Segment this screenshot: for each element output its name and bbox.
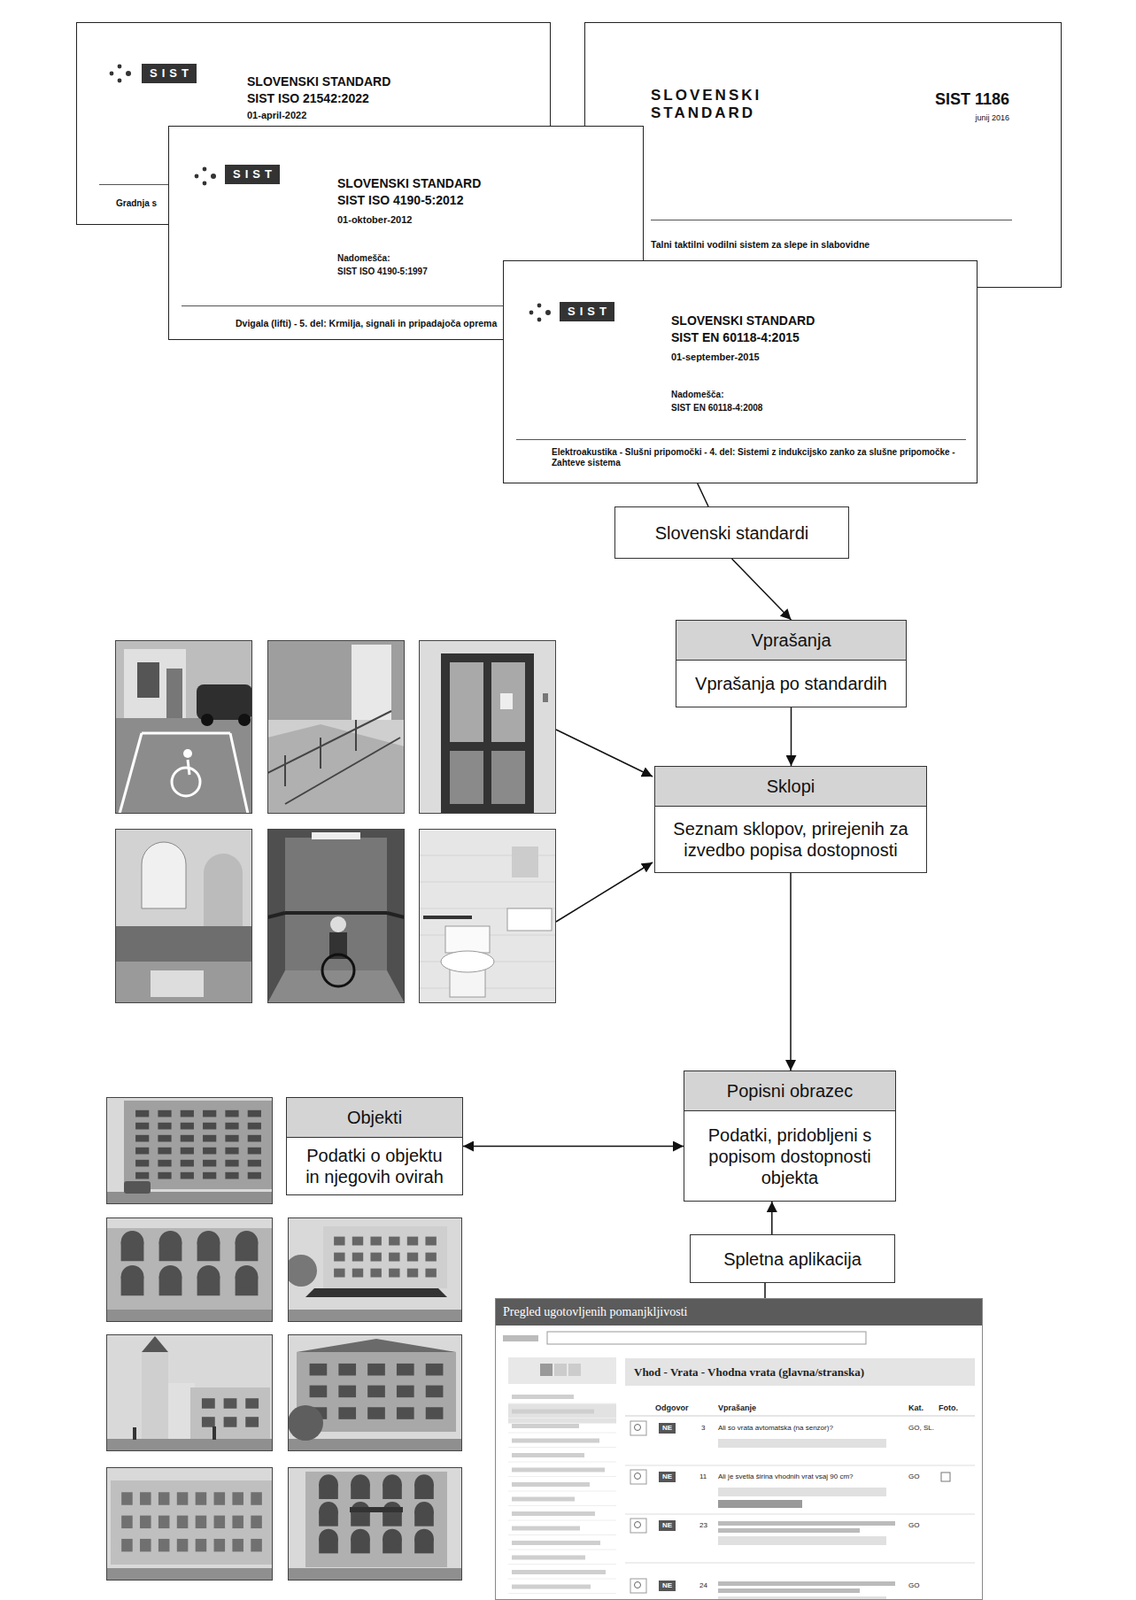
flow-arrow bbox=[771, 1201, 773, 1235]
standard-text: Gradnja s bbox=[115, 198, 157, 209]
photo-arrow bbox=[556, 729, 653, 777]
toilet-photo bbox=[418, 828, 557, 1004]
screen-text: Odgovor bbox=[655, 1403, 689, 1414]
standard-text: SLOVENSKI STANDARD bbox=[671, 313, 815, 329]
answer-badge: NE bbox=[658, 1471, 676, 1483]
app-screenshot: Pregled ugotovljenih pomanjkljivostiVhod… bbox=[494, 1298, 983, 1600]
process-box: Slovenski standardi bbox=[614, 506, 850, 559]
titled-box: ObjektiPodatki o objektu in njegovih ovi… bbox=[285, 1097, 464, 1196]
screenshot-drawing bbox=[495, 1298, 983, 1600]
flow-arrow bbox=[463, 1145, 684, 1148]
screen-text: GO, SL. bbox=[908, 1423, 935, 1433]
titled-box: VprašanjaVprašanja po standardih bbox=[675, 619, 907, 708]
standard-text: SIST ISO 4190-5:2012 bbox=[337, 193, 464, 209]
flow-arrow bbox=[732, 558, 792, 620]
logo-dots bbox=[503, 261, 584, 341]
box-heading: Objekti bbox=[286, 1097, 463, 1138]
logo-text: SIST bbox=[559, 301, 615, 322]
box-heading: Popisni obrazec bbox=[684, 1071, 896, 1112]
standard-text: SLOVENSKI STANDARD bbox=[650, 86, 802, 124]
box-body: Seznam sklopov, prirejenih za izvedbo po… bbox=[655, 806, 927, 873]
titled-box: SklopiSeznam sklopov, prirejenih za izve… bbox=[654, 765, 928, 874]
rule-line bbox=[516, 439, 966, 441]
answer-badge: NE bbox=[658, 1520, 676, 1531]
screen-text: 23 bbox=[699, 1521, 708, 1531]
building-photo bbox=[106, 1467, 273, 1581]
standard-text: SIST EN 60118-4:2008 bbox=[671, 402, 763, 414]
screen-text: Pregled ugotovljenih pomanjkljivosti bbox=[502, 1305, 688, 1321]
standard-text: 01-oktober-2012 bbox=[337, 214, 412, 226]
standard-cover: SISTSLOVENSKI STANDARDSIST EN 60118-4:20… bbox=[502, 260, 978, 484]
screen-text: GO bbox=[908, 1521, 920, 1531]
screen-text: Vprašanje bbox=[718, 1403, 757, 1414]
parking-photo bbox=[115, 640, 253, 814]
logo-dots bbox=[77, 23, 157, 103]
process-box: Spletna aplikacija bbox=[689, 1234, 896, 1283]
door-photo bbox=[418, 640, 557, 814]
standard-text: Nadomešča: bbox=[671, 389, 724, 401]
screen-text: GO bbox=[908, 1581, 920, 1591]
screen-text: GO bbox=[908, 1472, 920, 1482]
screen-text: Kat. bbox=[908, 1403, 924, 1414]
standard-text: junij 2016 bbox=[974, 113, 1010, 124]
logo-text: SIST bbox=[224, 164, 280, 185]
box-body: Podatki, pridobljeni s popisom dostopnos… bbox=[684, 1111, 896, 1201]
screen-text: Ali so vrata avtomatska (na senzor)? bbox=[718, 1423, 834, 1433]
standard-text: Talni taktilni vodilni sistem za slepe i… bbox=[650, 239, 870, 251]
box-body: Vprašanja po standardih bbox=[676, 660, 906, 707]
building-photo bbox=[106, 1334, 273, 1452]
box-body: Podatki o objektu in njegovih ovirah bbox=[286, 1137, 463, 1195]
flow-arrow bbox=[697, 483, 709, 507]
box-text: Spletna aplikacija bbox=[712, 1243, 873, 1276]
standard-text: 01-april-2022 bbox=[247, 109, 307, 122]
screen-text: Foto. bbox=[938, 1403, 959, 1414]
leader-line bbox=[764, 1282, 766, 1299]
standard-cover: SLOVENSKI STANDARD SIST 1186 junij 2016Tal… bbox=[584, 22, 1062, 288]
screen-text: Vhod - Vrata - Vhodna vrata (glavna/stra… bbox=[633, 1365, 865, 1380]
logo-text: SIST bbox=[141, 63, 197, 84]
box-heading: Vprašanja bbox=[676, 620, 906, 661]
flow-arrow bbox=[790, 707, 793, 766]
standard-text: SIST ISO 4190-5:1997 bbox=[337, 266, 428, 278]
standard-text: Nadomešča: bbox=[337, 253, 390, 264]
lift-photo bbox=[267, 828, 405, 1004]
building-photo bbox=[106, 1217, 273, 1322]
screen-text: 3 bbox=[701, 1423, 705, 1433]
standard-text: SIST ISO 21542:2022 bbox=[247, 91, 370, 107]
flow-arrow bbox=[789, 873, 792, 1071]
standard-text: SLOVENSKI STANDARD bbox=[337, 176, 481, 192]
standard-text: SLOVENSKI STANDARD bbox=[247, 74, 391, 90]
reception-photo bbox=[115, 828, 253, 1004]
screen-text: 24 bbox=[699, 1581, 708, 1591]
box-heading: Sklopi bbox=[655, 766, 927, 807]
answer-badge: NE bbox=[658, 1422, 676, 1434]
building-photo bbox=[287, 1334, 463, 1452]
building-photo bbox=[285, 1217, 463, 1322]
standard-text: SIST 1186 bbox=[935, 90, 1010, 110]
standard-text: Dvigala (lifti) - 5. del: Krmilja, signa… bbox=[235, 317, 497, 330]
standard-text: SIST EN 60118-4:2015 bbox=[671, 330, 800, 346]
building-photo bbox=[106, 1097, 273, 1205]
screen-text: 11 bbox=[699, 1472, 707, 1482]
rule-line bbox=[650, 219, 1013, 221]
standard-text: 01-september-2015 bbox=[671, 351, 760, 364]
screen-text: Ali je svetla širina vhodnih vrat vsaj 9… bbox=[718, 1472, 854, 1482]
titled-box: Popisni obrazecPodatki, pridobljeni s po… bbox=[683, 1070, 897, 1202]
photo-arrow bbox=[556, 862, 653, 922]
building-photo bbox=[287, 1467, 463, 1581]
answer-badge: NE bbox=[658, 1580, 676, 1592]
ramp-photo bbox=[267, 640, 405, 814]
box-text: Slovenski standardi bbox=[644, 517, 820, 549]
standard-text: Elektroakustika - Slušni pripomočki - 4.… bbox=[551, 447, 968, 469]
